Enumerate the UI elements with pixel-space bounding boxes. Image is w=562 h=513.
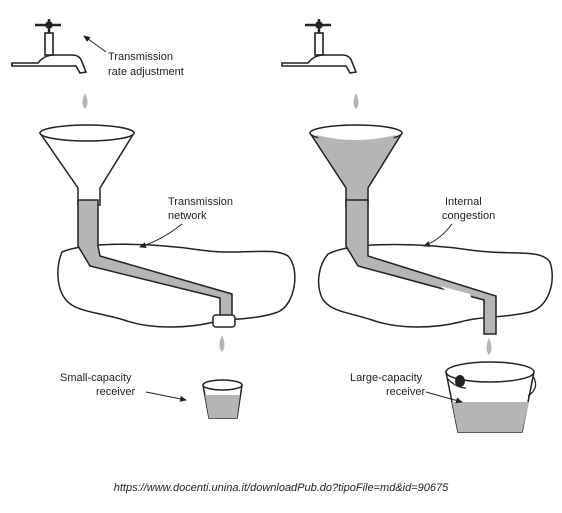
left-panel: Transmission rate adjustment Transmissio…: [11, 19, 296, 419]
left-faucet-icon: [11, 19, 88, 74]
small-bucket-icon: [202, 379, 243, 419]
left-pipe-outlet: [212, 314, 236, 328]
right-network-blob: [317, 243, 553, 328]
small-receiver-label-line1: Small-capacity: [60, 372, 132, 384]
left-network-blob: [57, 243, 296, 328]
right-funnel: [308, 124, 404, 206]
left-pipe: [77, 199, 233, 317]
right-panel: Internal congestion Large-capacity recei…: [281, 19, 553, 433]
left-funnel: [38, 124, 136, 206]
faucet-label-arrow: [83, 35, 107, 53]
small-receiver-label-line2: receiver: [96, 386, 135, 398]
large-bucket-icon: [445, 361, 537, 433]
right-network-label-arrow: [423, 223, 453, 247]
right-pipe-drop: [486, 338, 492, 355]
large-receiver-label-arrow: [425, 391, 463, 404]
source-url-caption: https://www.docenti.unina.it/downloadPub…: [113, 482, 449, 494]
right-network-label-line1: Internal: [445, 196, 482, 208]
right-pipe-congestion-gap: [440, 286, 476, 312]
left-network-label-line2: network: [168, 210, 207, 222]
left-pipe-drop: [219, 335, 225, 352]
right-faucet-drop: [353, 93, 359, 109]
right-network-label-line2: congestion: [442, 210, 495, 222]
right-pipe: [345, 199, 497, 335]
small-receiver-label-arrow: [145, 391, 187, 402]
large-receiver-label-line2: receiver: [386, 386, 425, 398]
right-faucet-icon: [281, 19, 358, 74]
faucet-label-line1: Transmission: [108, 51, 173, 63]
large-receiver-label-line1: Large-capacity: [350, 372, 423, 384]
left-network-label-arrow: [139, 223, 183, 249]
left-faucet-drop: [82, 93, 88, 109]
left-network-label-line1: Transmission: [168, 196, 233, 208]
faucet-label-line2: rate adjustment: [108, 66, 184, 78]
